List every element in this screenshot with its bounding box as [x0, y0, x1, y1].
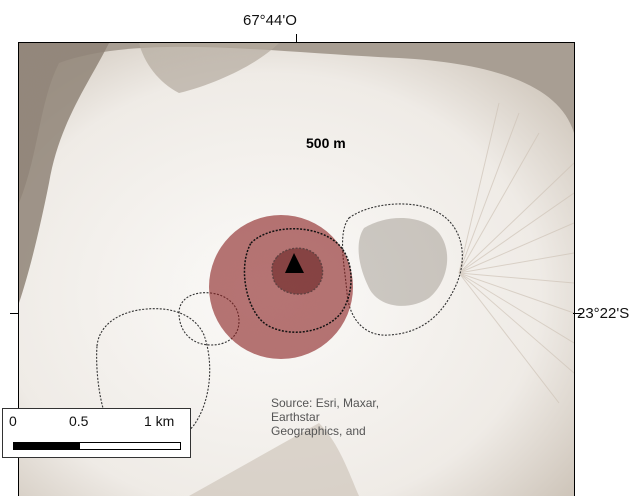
crater-outline-west	[178, 292, 240, 346]
latitude-label: 23°22'S	[577, 305, 630, 322]
latitude-tick-left	[10, 313, 19, 314]
scale-label-end: 1 km	[144, 413, 175, 429]
triangle-icon	[285, 253, 304, 273]
attribution-text: Source: Esri, Maxar, Earthstar Geographi…	[271, 396, 380, 438]
rock-flank-top	[139, 43, 279, 93]
gully-lines	[458, 102, 574, 404]
crater-rim-outer	[243, 228, 352, 333]
buffer-radius-label: 500 m	[306, 135, 346, 151]
scale-segment-black	[13, 442, 79, 450]
longitude-label: 67°44'O	[243, 12, 297, 29]
map-frame[interactable]	[18, 42, 575, 496]
crater-interior-east	[358, 217, 448, 306]
scale-label-mid: 0.5	[69, 413, 89, 429]
scale-segment-white	[79, 442, 181, 450]
latitude-tick-right	[573, 313, 582, 314]
rock-flank-left	[19, 43, 109, 303]
scale-label-start: 0	[9, 413, 17, 429]
rock-flank-bottom	[189, 423, 359, 496]
longitude-tick	[296, 34, 297, 43]
satellite-basemap	[19, 43, 574, 496]
scale-bar: 0 0.5 1 km	[2, 408, 191, 458]
